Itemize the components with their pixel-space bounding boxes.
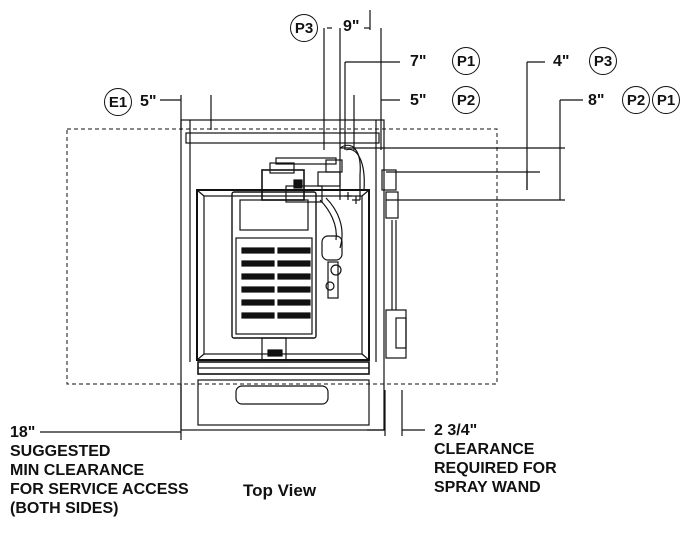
callout-p1-mid-tag: P1 [452,47,480,75]
right-clearance-note: 2 3/4" CLEARANCE REQUIRED FOR SPRAY WAND [434,421,557,497]
unit-cabinet [180,119,385,431]
callout-p3-top-dim: 9" [343,18,360,35]
left-clearance-line: SUGGESTED [10,443,111,460]
callout-p3-right-tag: P3 [589,47,617,75]
callout-p2p1-dim: 8" [588,92,605,109]
right-clearance-line: SPRAY WAND [434,479,541,496]
left-clearance-note: 18" SUGGESTED MIN CLEARANCE FOR SERVICE … [10,423,189,518]
right-clearance-line: REQUIRED FOR [434,460,557,477]
callout-p1-mid-dim: 7" [410,53,427,70]
front-drawer [197,379,370,426]
left-clearance-line: FOR SERVICE ACCESS [10,481,189,498]
callout-p3-top-tag: P3 [290,14,318,42]
right-clearance-line: CLEARANCE [434,441,535,458]
view-title: Top View [243,481,317,500]
callout-e1-dim: 5" [140,93,157,110]
callout-p1-right-tag: P1 [652,86,680,114]
dimension-leaders [40,10,583,440]
callout-p2-mid-dim: 5" [410,92,427,109]
service-clearance-envelope [66,128,498,385]
left-clearance-line: MIN CLEARANCE [10,462,145,479]
callout-p2-mid-tag: P2 [452,86,480,114]
callout-e1-tag: E1 [104,88,132,116]
callout-p2-right-tag: P2 [622,86,650,114]
right-clearance-dim: 2 3/4" [434,422,478,439]
left-clearance-dim: 18" [10,424,36,441]
burner-assembly [231,191,317,361]
callout-p3-right-dim: 4" [553,53,570,70]
left-clearance-line: (BOTH SIDES) [10,500,119,517]
rear-pipe-connections [339,144,407,359]
gas-valve-assembly [261,157,343,299]
